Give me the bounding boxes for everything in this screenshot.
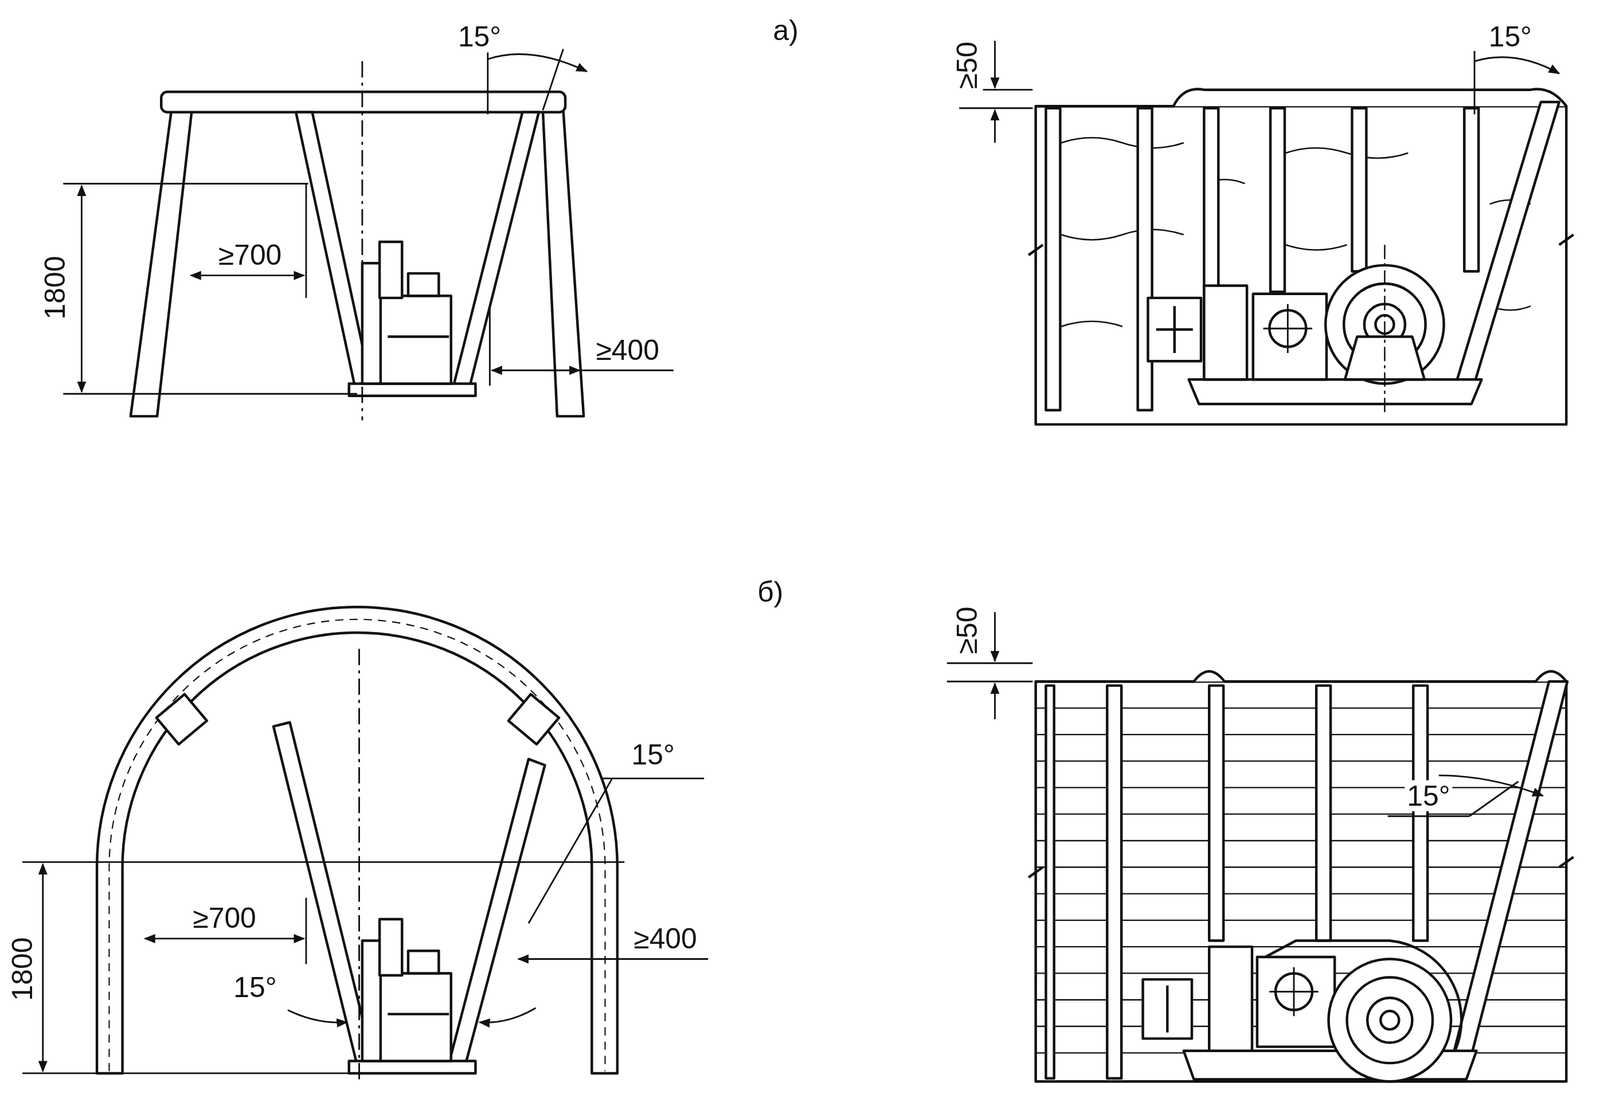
dimension-lines [959,40,1560,143]
height-dimension: 1800 [39,253,72,323]
angle-dimension: 15° [1404,780,1453,812]
angle-dimension: 15° [455,21,504,53]
winch-side-view [1147,244,1482,413]
winch-end-view [349,241,476,397]
angle-dimension: 15° [628,739,677,772]
arch-support-section [96,607,618,1074]
angle-dimension: 15° [231,972,279,1004]
view-letter: б) [754,576,786,608]
gap-dimension: ≥50 [951,39,984,92]
winch-end-view [349,919,476,1074]
dimension-lines [947,612,1544,817]
angle-dimension: 15° [1486,21,1535,53]
dimension-lines [63,48,674,421]
height-dimension: 1800 [6,935,39,1004]
clearance-dimension: ≥700 [216,239,284,272]
gap-dimension: ≥50 [951,604,984,657]
dimension-lines [22,648,708,1084]
winch-side-view [1143,940,1477,1082]
clearance-dimension: ≥700 [190,902,258,935]
timber-frame-section [130,91,584,417]
timber-frame-long-view [1028,88,1574,425]
clearance-dimension: ≥400 [631,922,699,955]
clearance-dimension: ≥400 [593,334,661,366]
view-letter: а) [770,14,801,47]
arch-support-long-view [1028,671,1574,1082]
